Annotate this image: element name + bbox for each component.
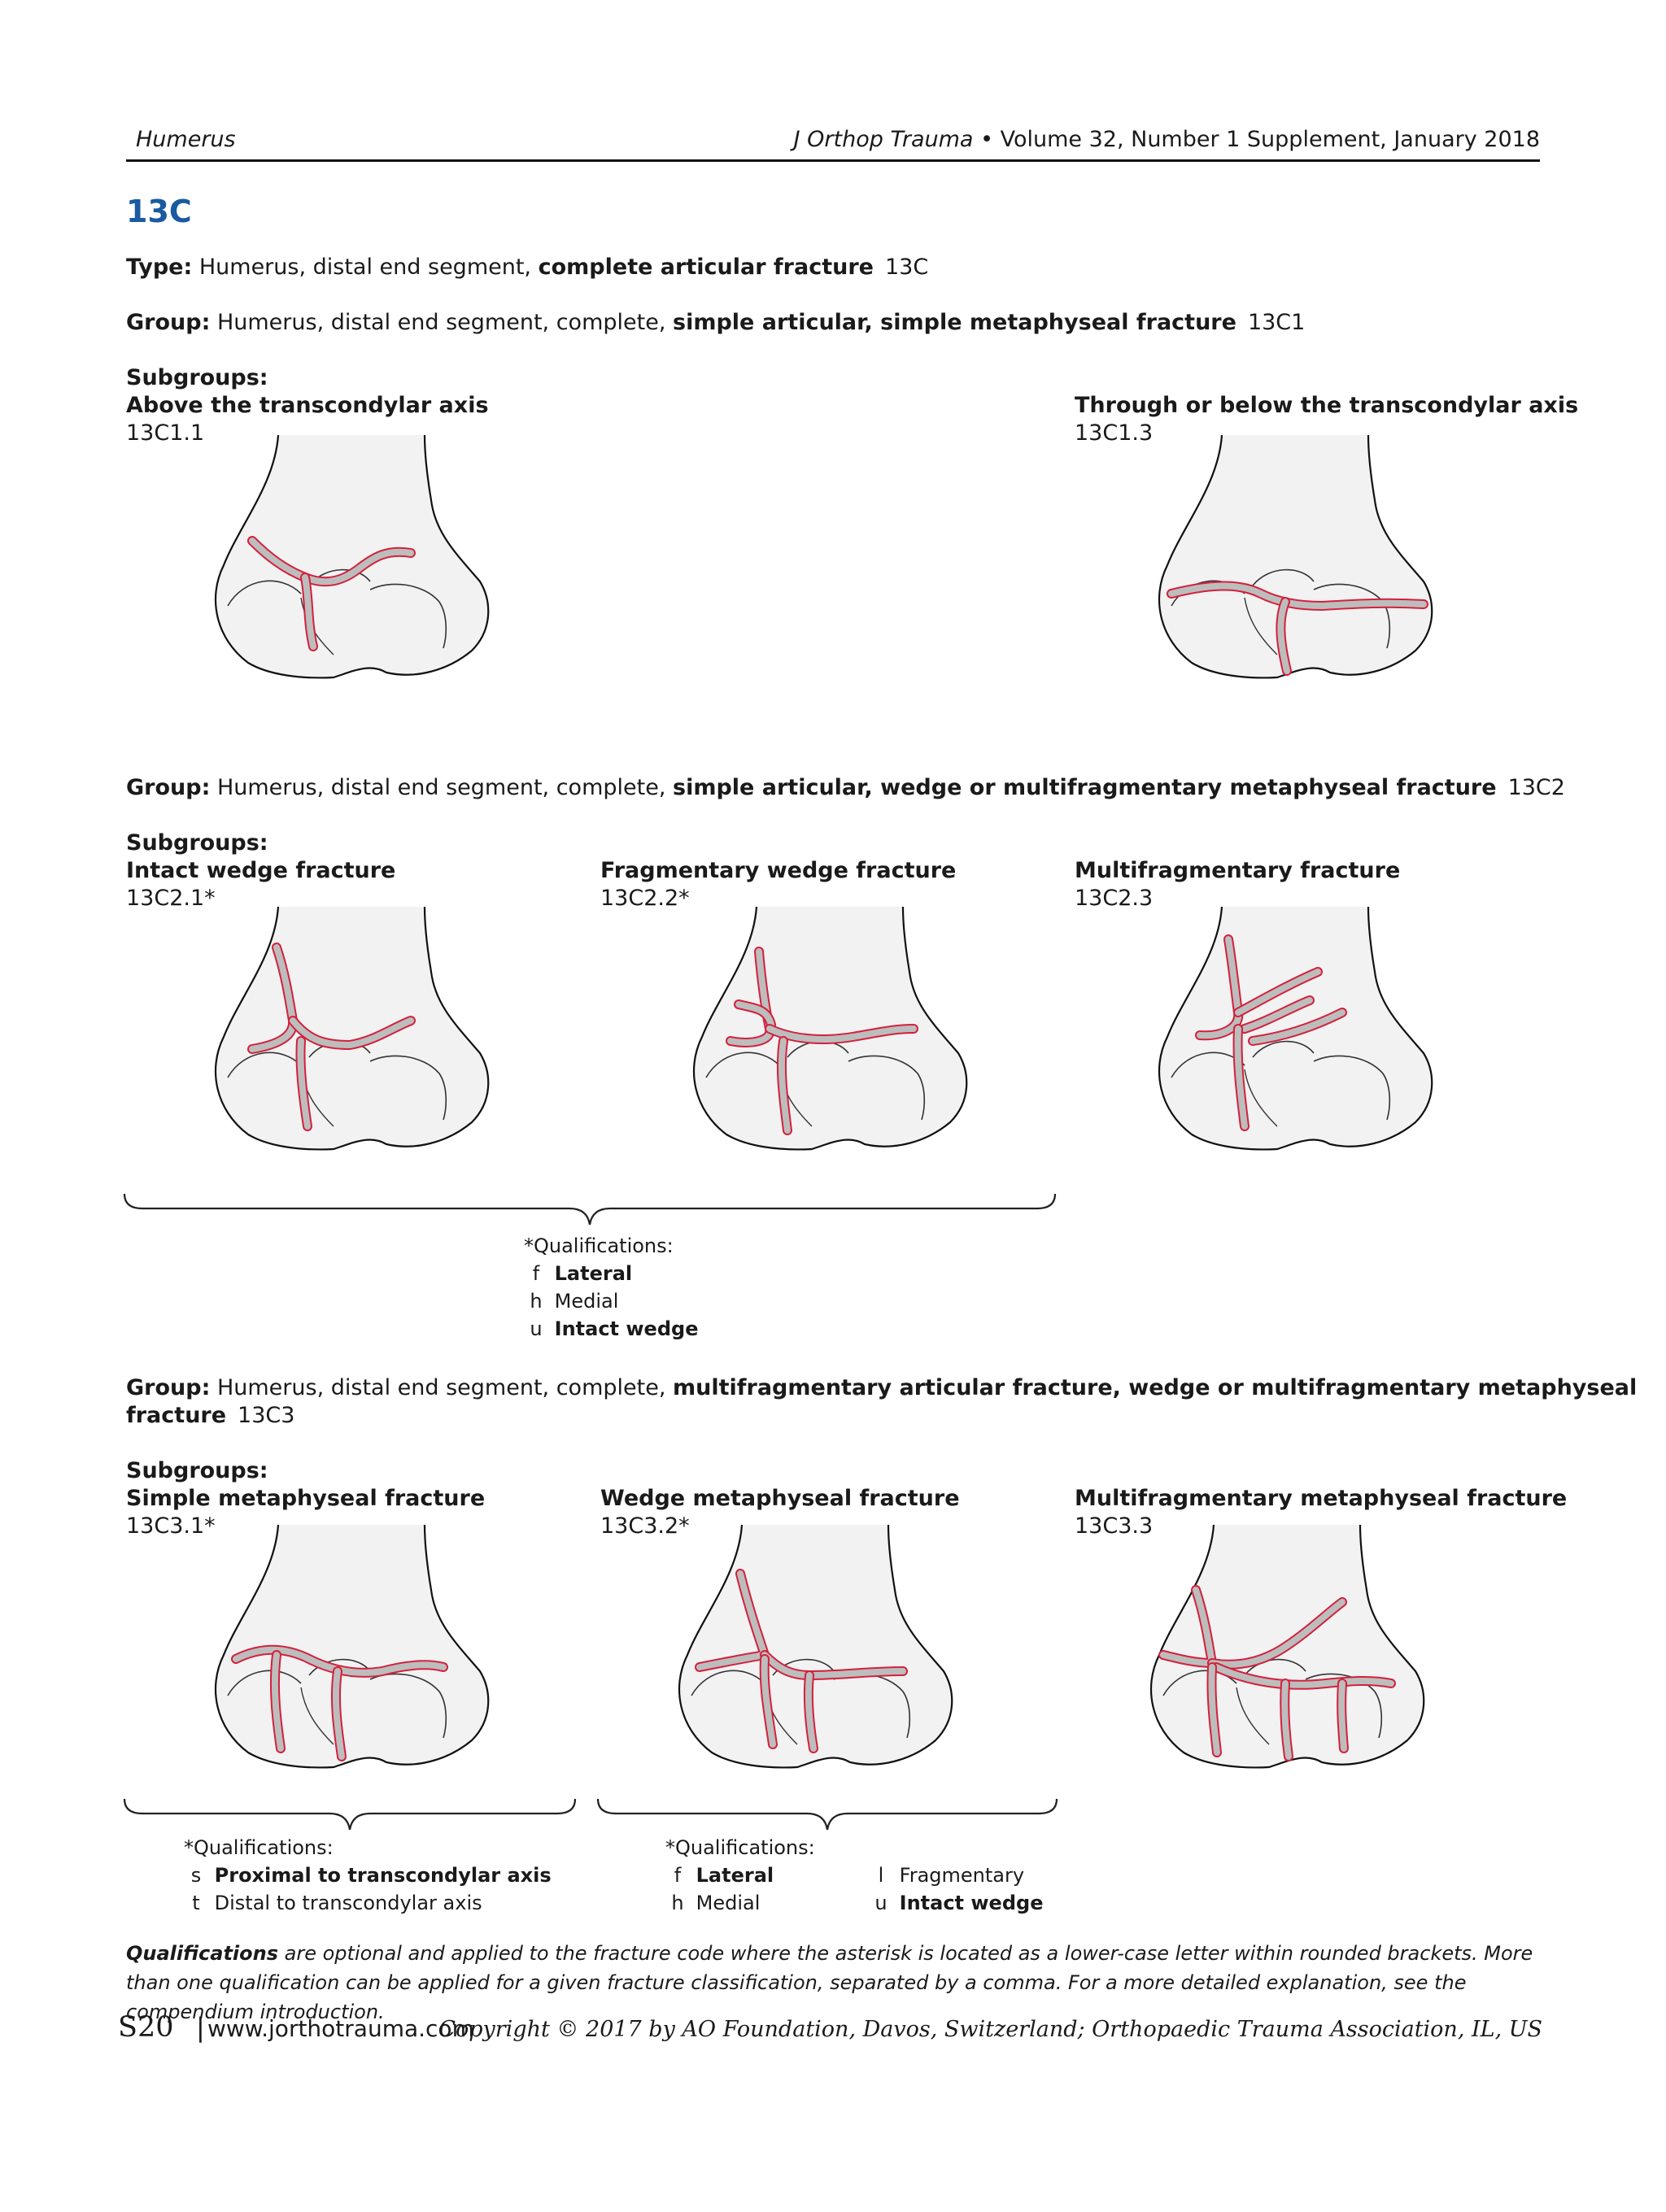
fracture-illustration-13C1.3 (1147, 435, 1448, 712)
g2-item3-title: Multifragmentary fracture (1075, 858, 1400, 883)
g2-item1-title: Intact wedge fracture (126, 858, 395, 883)
fracture-illustration-13C2.3 (1147, 899, 1448, 1191)
fracture-illustration-13C2.2 (682, 899, 983, 1191)
issue-info: Volume 32, Number 1 Supplement, January … (1001, 127, 1540, 152)
g1-item1-title: Above the transcondylar axis (126, 393, 489, 418)
bone-outline (216, 1525, 488, 1767)
bone-outline (1159, 435, 1432, 677)
g1-item2-title: Through or below the transcondylar axis (1075, 393, 1578, 418)
group3-brace-b (595, 1797, 1059, 1833)
g3-item3-title: Multifragmentary metaphyseal fracture (1075, 1486, 1567, 1511)
qualifications-note: Qualifications are optional and applied … (126, 1939, 1542, 2027)
running-head-section: Humerus (136, 127, 236, 152)
qual-entry: u Intact wedge (869, 1889, 1043, 1917)
footer-separator: | (196, 2012, 205, 2043)
qual-entry: t Distal to transcondylar axis (184, 1889, 552, 1917)
g2-item2-title: Fragmentary wedge fracture (600, 858, 956, 883)
qual-entry: u Intact wedge (524, 1315, 698, 1343)
journal-name: J Orthop Trauma (794, 127, 974, 152)
group1-line: Group: Humerus, distal end segment, comp… (126, 310, 1305, 335)
group1-subgroups-label: Subgroups: (126, 365, 268, 390)
qual-entry: f Lateral (665, 1861, 815, 1889)
qual-entry: h Medial (524, 1287, 698, 1315)
fracture-illustration-13C1.1 (203, 435, 504, 712)
fracture-illustration-13C3.1 (203, 1525, 504, 1801)
g2-item2-code: 13C2.2* (600, 886, 690, 911)
fracture-gap (1341, 1683, 1344, 1748)
g1-item1-code: 13C1.1 (126, 420, 204, 446)
group2-subgroups-label: Subgroups: (126, 830, 268, 856)
copyright: Copyright © 2017 by AO Foundation, Davos… (438, 2017, 1542, 2042)
group3-brace-a (122, 1797, 578, 1833)
g2-item1-code: 13C2.1* (126, 886, 216, 911)
fracture-illustration-13C2.1 (203, 899, 504, 1191)
header-rule (126, 159, 1540, 162)
type-line: Type: Humerus, distal end segment, compl… (126, 255, 928, 280)
g2-qualifications: *Qualifications: f Lateral h Medial u In… (524, 1232, 698, 1343)
g2-item3-code: 13C2.3 (1075, 886, 1153, 911)
group2-line: Group: Humerus, distal end segment, comp… (126, 775, 1565, 800)
fracture-gap (1284, 1683, 1289, 1757)
g3-qualifications-a: *Qualifications: s Proximal to transcond… (184, 1834, 552, 1917)
qual-entry: s Proximal to transcondylar axis (184, 1861, 552, 1889)
bone-outline (216, 907, 488, 1149)
bullet: • (980, 127, 993, 152)
g3-qualifications-b2: l Fragmentary u Intact wedge (869, 1861, 1043, 1917)
section-code: 13C (126, 194, 192, 229)
fracture-illustration-13C3.2 (667, 1525, 968, 1801)
group3-line: Group: Humerus, distal end segment, comp… (126, 1375, 1637, 1400)
qual-entry: f Lateral (524, 1260, 698, 1287)
group3-subgroups-label: Subgroups: (126, 1458, 268, 1483)
fracture-illustration-13C3.3 (1139, 1525, 1440, 1801)
g3-qualifications-b1: *Qualifications: f Lateral h Medial (665, 1834, 815, 1917)
group2-brace (122, 1192, 1058, 1228)
journal-url[interactable]: www.jorthotrauma.com (207, 2015, 474, 2042)
g3-item1-title: Simple metaphyseal fracture (126, 1486, 485, 1511)
page-number: S20 (118, 2011, 174, 2044)
g3-item2-title: Wedge metaphyseal fracture (600, 1486, 960, 1511)
running-head-journal: J Orthop Trauma • Volume 32, Number 1 Su… (794, 127, 1540, 152)
qual-entry: l Fragmentary (869, 1861, 1043, 1889)
bone-outline (694, 907, 966, 1149)
qual-entry: h Medial (665, 1889, 815, 1917)
g1-item2-code: 13C1.3 (1075, 420, 1153, 446)
g3-item1-code: 13C3.1* (126, 1513, 216, 1539)
bone-outline (216, 435, 488, 677)
